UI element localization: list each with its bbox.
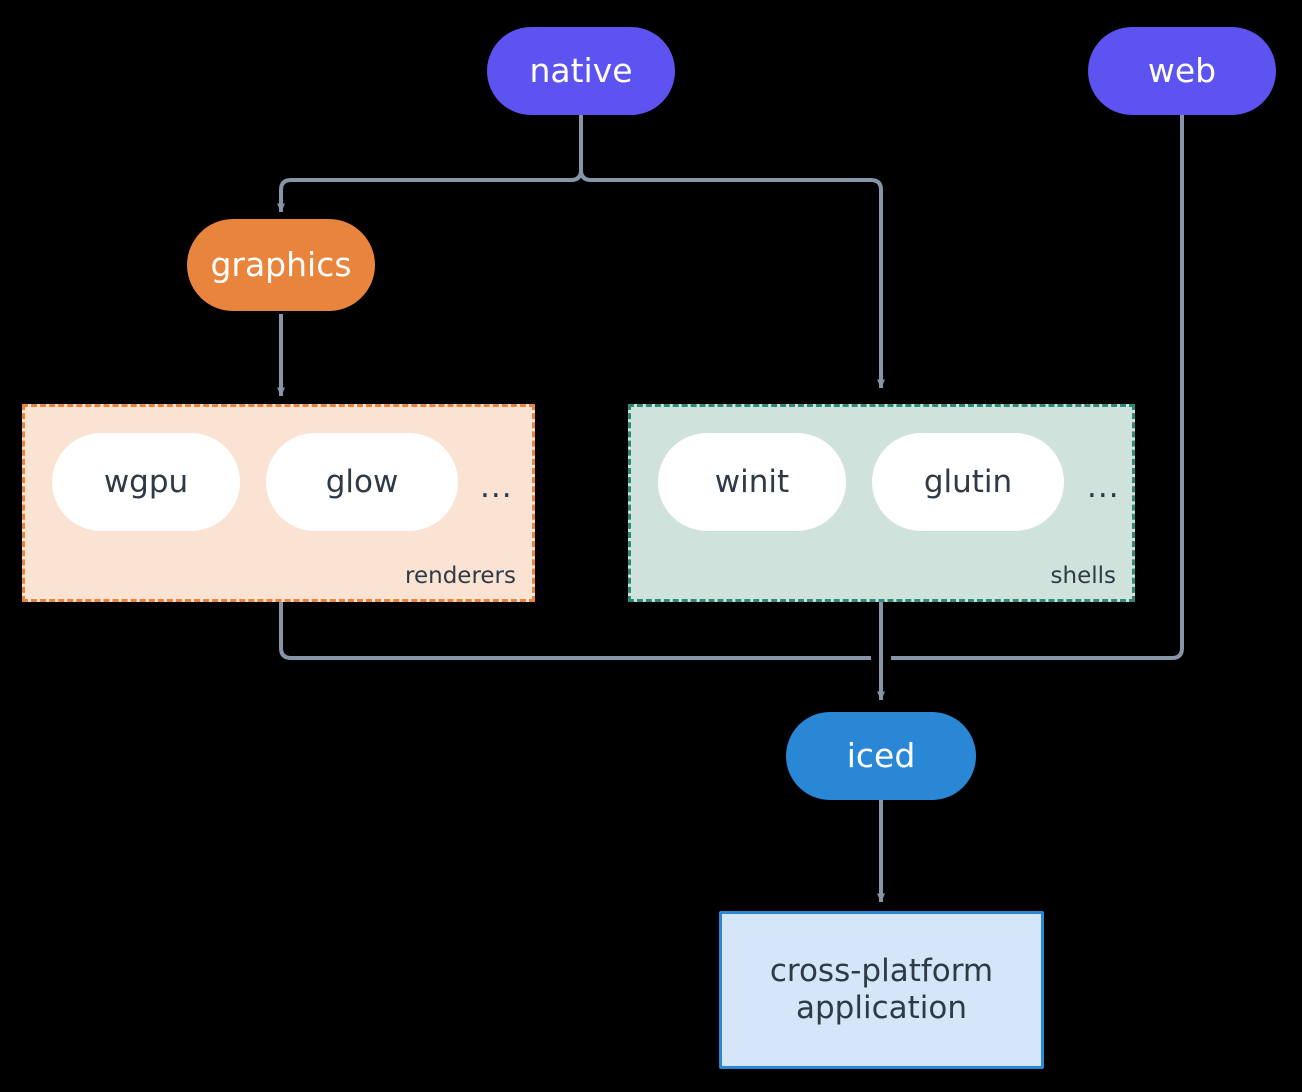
group-item-glow[interactable]: glow — [266, 433, 458, 531]
node-application-line1: cross-platform — [769, 953, 994, 990]
node-web-label: web — [1147, 50, 1217, 90]
group-shells-label: shells — [1050, 563, 1116, 589]
group-item-wgpu-label: wgpu — [103, 463, 189, 500]
group-item-wgpu[interactable]: wgpu — [52, 433, 240, 531]
node-iced-label: iced — [846, 735, 916, 775]
group-shells: winit glutin ... shells — [628, 404, 1135, 602]
node-application[interactable]: cross-platform application — [719, 911, 1044, 1069]
group-item-winit[interactable]: winit — [658, 433, 846, 531]
group-item-glutin-label: glutin — [923, 463, 1013, 500]
node-iced[interactable]: iced — [786, 712, 976, 800]
node-native[interactable]: native — [487, 27, 675, 115]
edge-web-to-iced — [891, 114, 1184, 660]
group-item-glutin[interactable]: glutin — [872, 433, 1064, 531]
edge-native-split-right — [579, 169, 885, 389]
group-item-glow-label: glow — [325, 463, 399, 500]
node-graphics-label: graphics — [210, 244, 352, 284]
node-web[interactable]: web — [1088, 27, 1276, 115]
group-renderers: wgpu glow ... renderers — [22, 404, 535, 602]
edge-native-to-graphics — [277, 178, 571, 213]
shells-ellipsis: ... — [1087, 469, 1120, 505]
node-graphics[interactable]: graphics — [187, 219, 375, 311]
group-item-winit-label: winit — [714, 463, 790, 500]
node-native-label: native — [529, 50, 633, 90]
group-renderers-label: renderers — [405, 563, 516, 589]
edge-renderers-to-iced — [279, 602, 871, 660]
renderers-ellipsis: ... — [480, 469, 513, 505]
node-application-line2: application — [796, 990, 967, 1026]
